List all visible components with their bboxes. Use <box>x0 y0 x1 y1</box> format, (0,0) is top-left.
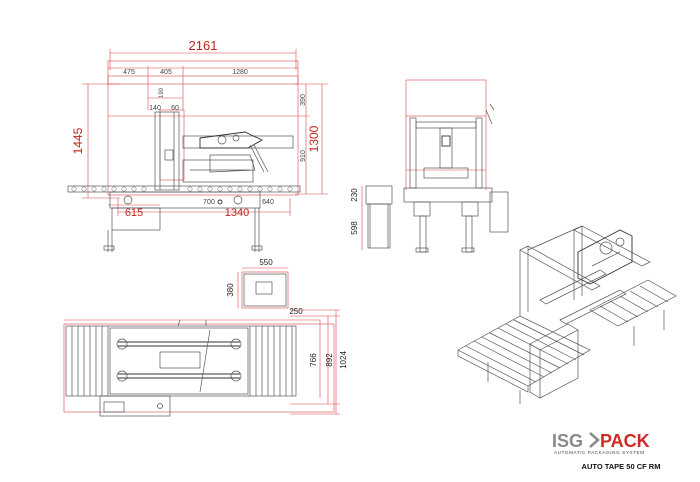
dim-615: 615 <box>125 207 143 219</box>
dim-140: 140 <box>149 105 161 112</box>
dim-1445: 1445 <box>71 127 85 154</box>
iso-rollers <box>465 319 585 383</box>
dim-1280: 1280 <box>232 69 248 76</box>
dim-230: 230 <box>350 188 359 202</box>
dim-250: 250 <box>289 307 303 316</box>
top-view <box>63 309 340 417</box>
dim-598: 598 <box>350 221 359 235</box>
dim-475: 475 <box>123 69 135 76</box>
dim-405: 405 <box>160 69 172 76</box>
dim-190: 190 <box>159 87 165 98</box>
dim-60: 60 <box>171 105 179 112</box>
dim-640: 640 <box>262 199 274 206</box>
brand-block: ISG PACK AUTOMATIC PACKAGING SYSTEM AUTO… <box>552 431 660 471</box>
control-box-view <box>237 267 289 309</box>
dim-2161: 2161 <box>189 38 218 53</box>
dim-1300: 1300 <box>307 125 321 152</box>
brand-tagline: AUTOMATIC PACKAGING SYSTEM <box>554 450 645 455</box>
isometric-view <box>457 225 677 404</box>
dim-390: 390 <box>300 94 307 106</box>
end-view <box>361 79 509 253</box>
dim-380: 380 <box>226 283 235 297</box>
dim-766: 766 <box>309 353 318 367</box>
side-view <box>67 49 328 252</box>
dim-550: 550 <box>259 258 273 267</box>
brand-pack: PACK <box>600 431 650 451</box>
dim-892: 892 <box>325 353 334 367</box>
brand-chevron-icon <box>589 432 600 448</box>
brand-isg: ISG <box>552 431 583 451</box>
side-rollers <box>71 186 293 192</box>
dim-910: 910 <box>300 150 307 162</box>
top-rollers <box>71 326 293 396</box>
dim-1340: 1340 <box>225 207 249 219</box>
dim-700: 700 <box>203 199 215 206</box>
dim-1024: 1024 <box>339 351 348 369</box>
model-title: AUTO TAPE 50 CF RM <box>582 462 661 471</box>
